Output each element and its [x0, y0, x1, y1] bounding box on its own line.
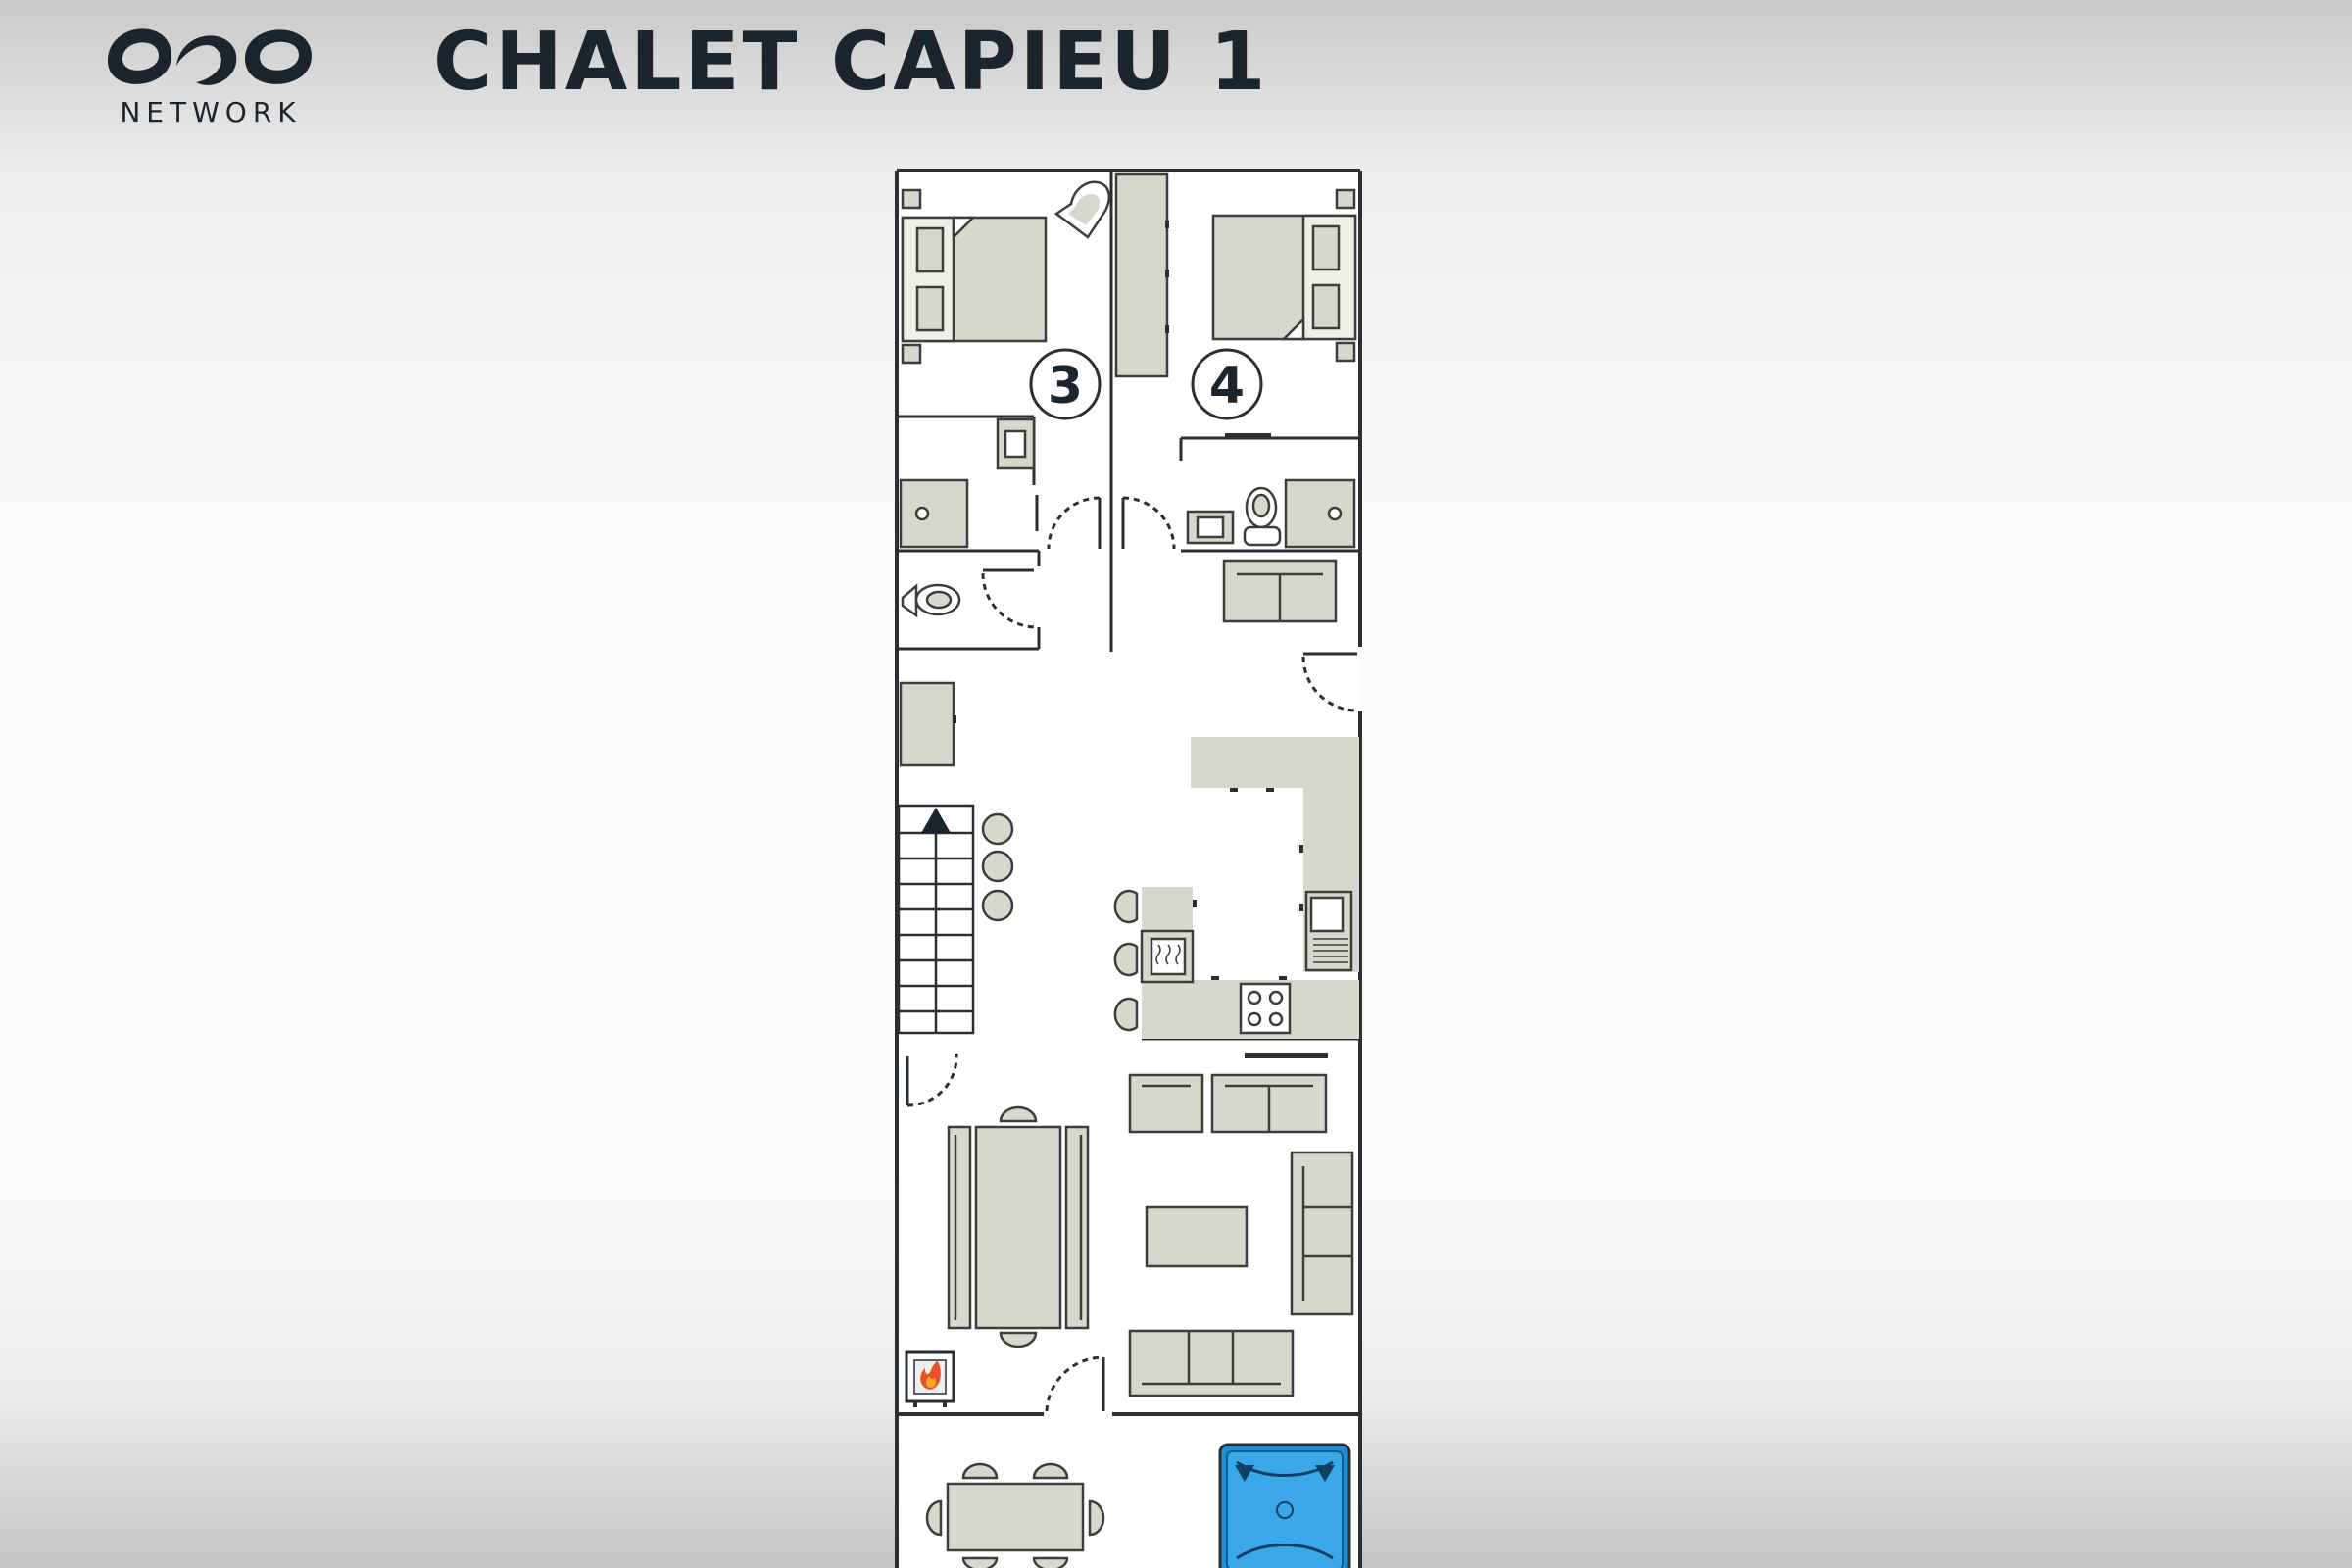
sink-icon: [1309, 896, 1345, 933]
room-label-4: 4: [1191, 348, 1263, 420]
nightstand: [1335, 188, 1356, 210]
drawer-handle: [1266, 788, 1274, 792]
drawer-handle: [1279, 976, 1287, 980]
cooktop-icon: [1239, 982, 1292, 1035]
toilet-cistern: [901, 583, 918, 618]
shower-tray: [899, 478, 969, 549]
kitchen-stool: [1113, 942, 1139, 977]
stairs-up-arrow-icon: [921, 808, 951, 833]
nightstand: [1335, 341, 1356, 363]
toilet-seat: [925, 590, 953, 610]
pillow: [1311, 224, 1341, 271]
nightstand: [901, 188, 922, 210]
terrace-chair: [961, 1462, 999, 1480]
dining-chair: [999, 1105, 1038, 1123]
nightstand: [901, 343, 922, 365]
drawer-handle: [1211, 976, 1219, 980]
dining-table: [974, 1125, 1062, 1330]
brand-logo: NETWORK: [98, 12, 323, 129]
page-title: CHALET CAPIEU 1: [433, 16, 1269, 109]
bar-stool: [981, 850, 1014, 883]
fireplace-icon: [905, 1350, 956, 1407]
drawer-handle: [1299, 845, 1303, 853]
terrace-table: [946, 1482, 1085, 1552]
tv: [1245, 1053, 1328, 1058]
pillow: [915, 226, 945, 273]
brand-name: NETWORK: [120, 96, 302, 128]
coffee-table: [1145, 1205, 1249, 1268]
wardrobe: [1114, 172, 1169, 378]
bedroom-3-door-swing: [1047, 496, 1101, 550]
toilet-seat: [1251, 493, 1271, 518]
wardrobe-handle: [1165, 220, 1169, 228]
armchair-seat: [1068, 194, 1101, 225]
toilet-cistern: [1243, 525, 1282, 547]
long-sofa: [1128, 1329, 1295, 1397]
staircase: [897, 804, 975, 1035]
hall-cabinet: [899, 681, 956, 767]
shower-drain: [914, 506, 930, 521]
armchair: [1128, 1073, 1204, 1134]
drawer-handle: [1299, 904, 1303, 911]
cabinet-handle: [953, 715, 956, 723]
room-label-3: 3: [1029, 348, 1102, 420]
dining-bench: [1064, 1125, 1090, 1330]
wardrobe-handle: [1165, 270, 1169, 277]
shower-drain: [1327, 506, 1343, 521]
sink-basin: [1196, 515, 1225, 539]
bedroom-4-door-swing: [1122, 496, 1176, 550]
stairs-door-swing: [906, 1053, 958, 1107]
terrace-chair: [1088, 1499, 1105, 1537]
side-sofa: [1290, 1151, 1354, 1316]
wardrobe-handle: [1165, 325, 1169, 333]
sink-drainer: [1313, 938, 1348, 963]
terrace-chair: [1032, 1556, 1069, 1568]
dining-chair: [999, 1331, 1038, 1348]
sink-basin: [1004, 429, 1027, 459]
bar-stool: [981, 812, 1014, 846]
svg-text:4: 4: [1209, 357, 1245, 416]
kitchen-stool: [1113, 889, 1139, 924]
kitchen-stool: [1113, 997, 1139, 1032]
terrace-chair: [1032, 1462, 1069, 1480]
shower-tray: [1284, 478, 1356, 549]
drawer-handle: [1193, 900, 1197, 907]
hot-tub-icon: [1218, 1443, 1351, 1568]
bed-3-blanket-fold: [952, 216, 977, 241]
entrance-door-swing: [1045, 1355, 1104, 1412]
brand-logo-icon: [108, 28, 312, 85]
bar-stool: [981, 889, 1014, 922]
drawer-handle: [1230, 788, 1238, 792]
terrace-chair: [925, 1499, 943, 1537]
svg-text:3: 3: [1048, 357, 1083, 416]
terrace-chair: [961, 1556, 999, 1568]
pillow: [1311, 283, 1341, 330]
bed-4-blanket-fold: [1280, 316, 1305, 341]
dining-bench: [947, 1125, 972, 1330]
pillow: [915, 285, 945, 332]
